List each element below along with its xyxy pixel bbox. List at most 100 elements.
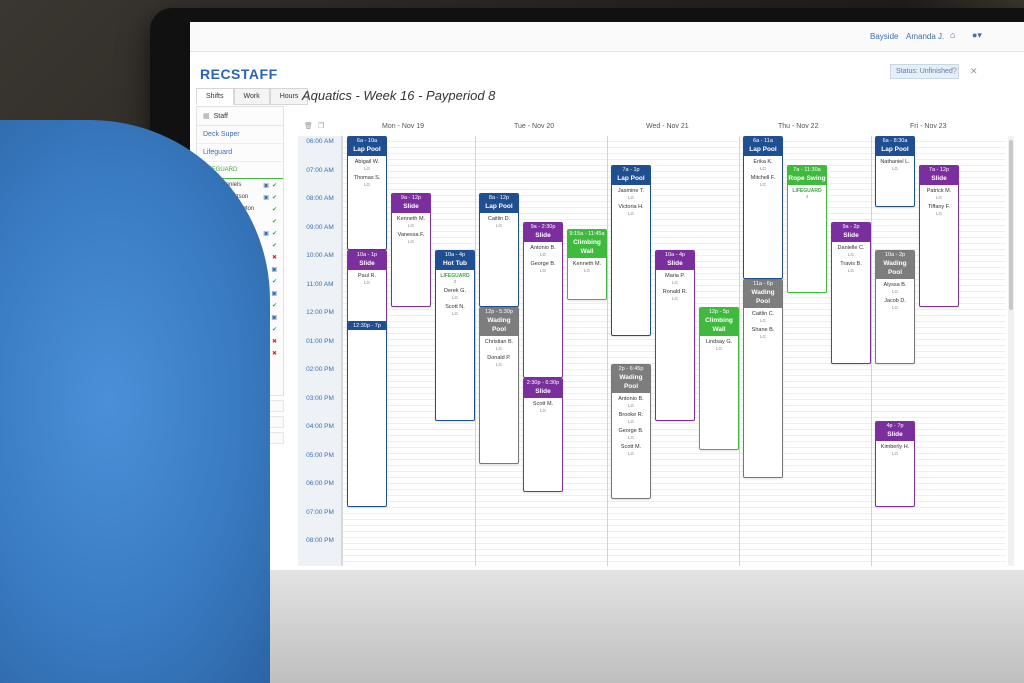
assigned-staff[interactable]: Antonio B.	[618, 396, 644, 402]
open-slot-label[interactable]: LIFEGUARD	[792, 187, 822, 194]
assigned-staff[interactable]: Paul R.	[357, 273, 377, 279]
assigned-staff[interactable]: Mitchell F.	[750, 175, 776, 181]
staff-role: LG	[627, 403, 634, 408]
calendar-icon: ▣	[263, 194, 269, 201]
assigned-staff[interactable]: Scott N.	[445, 304, 465, 310]
shift-name: Slide	[876, 430, 914, 441]
trash-icon[interactable]: 🗑	[304, 123, 313, 130]
assigned-staff[interactable]: Caitlin C.	[751, 310, 775, 317]
tab-work[interactable]: Work	[233, 88, 270, 105]
assigned-staff[interactable]: Danielle C.	[837, 244, 865, 251]
open-slot-label[interactable]: LIFEGUARD	[440, 273, 470, 279]
time-label: 06:00 AM	[306, 138, 334, 145]
shift-card[interactable]: 12:30p - 7p	[347, 321, 387, 507]
shift-name: Slide	[392, 202, 430, 213]
location-link[interactable]: Bayside	[870, 32, 899, 41]
shift-name: Climbing Wall	[568, 237, 606, 258]
help-icon[interactable]: ?	[952, 66, 958, 76]
home-icon[interactable]: ⌂	[950, 30, 956, 40]
day-header: Mon - Nov 19	[382, 123, 425, 130]
tab-shifts[interactable]: Shifts	[196, 88, 234, 105]
assigned-staff[interactable]: Alyssa B.	[883, 282, 907, 288]
assigned-staff[interactable]: Shane B.	[751, 326, 775, 333]
assigned-staff[interactable]: Antonio B.	[530, 244, 556, 251]
assigned-staff[interactable]: George B.	[530, 260, 556, 267]
tab-hours[interactable]: Hours	[269, 88, 309, 105]
staff-role: LG	[363, 166, 370, 171]
copy-icon[interactable]: ❐	[318, 123, 325, 130]
close-icon[interactable]: ✕	[970, 66, 978, 76]
staff-role: LG	[451, 311, 458, 316]
assigned-staff[interactable]: Donald P.	[487, 355, 511, 361]
assigned-staff[interactable]: Nathaniel L.	[880, 159, 910, 165]
assigned-staff[interactable]: Scott M.	[532, 401, 554, 408]
staff-role: LG	[363, 280, 370, 285]
assigned-staff[interactable]: Jacob D.	[884, 298, 906, 304]
assigned-staff[interactable]: Scott M.	[620, 444, 642, 450]
shift-staff: Paul R.LG	[348, 270, 386, 286]
user-menu-icon[interactable]: ●▾	[972, 30, 982, 40]
assigned-staff[interactable]: Vanessa F.	[397, 232, 425, 238]
category-deck-super[interactable]: Deck Super	[197, 126, 283, 144]
staff-status: ▣✔	[263, 230, 277, 237]
staff-role: LG	[759, 317, 766, 323]
assigned-staff[interactable]: Thomas S.	[353, 175, 381, 181]
assigned-staff[interactable]: Kimberly H.	[880, 444, 910, 450]
staff-status: ✔	[272, 326, 277, 333]
assigned-staff[interactable]: Patrick M.	[926, 187, 952, 194]
staff-role: LG	[495, 346, 502, 351]
person-foreground	[0, 120, 270, 683]
open-slot-count: 2	[453, 279, 457, 284]
calendar-scrollbar[interactable]	[1008, 136, 1014, 566]
calendar-icon: ▣	[271, 290, 277, 297]
assigned-staff[interactable]: Tiffany F.	[927, 203, 950, 210]
assigned-staff[interactable]: Abigail W.	[354, 159, 380, 165]
shift-name: Slide	[524, 230, 562, 242]
assigned-staff[interactable]: Brooke R.	[618, 412, 644, 418]
time-label: 01:00 PM	[306, 337, 334, 345]
assigned-staff[interactable]: Ronald R.	[662, 289, 688, 295]
assigned-staff[interactable]: Victoria H.	[618, 203, 644, 210]
assigned-staff[interactable]: Derek G.	[443, 288, 466, 294]
staff-role: LG	[715, 346, 722, 351]
category-lifeguard-group[interactable]: LIFEGUARD	[197, 162, 283, 179]
assigned-staff[interactable]: Caitlin D.	[487, 216, 511, 222]
category-lifeguard[interactable]: Lifeguard	[197, 144, 283, 162]
assigned-staff[interactable]: Maria P.	[665, 273, 685, 279]
time-label: 02:00 PM	[306, 366, 334, 373]
assigned-staff[interactable]: Lindsay G.	[705, 339, 733, 345]
assigned-staff[interactable]: Jasmine T.	[617, 187, 645, 194]
user-link[interactable]: Amanda J.	[906, 32, 945, 41]
assigned-staff[interactable]: Travis B.	[840, 260, 862, 267]
shift-time: 4p - 7p	[876, 422, 914, 430]
assigned-staff[interactable]: Erika K.	[753, 159, 773, 165]
assigned-staff[interactable]: Kenneth M.	[396, 216, 426, 222]
x-icon: ✖	[271, 254, 277, 261]
assigned-staff[interactable]: Kenneth M.	[572, 260, 602, 267]
assigned-staff[interactable]: Christian B.	[484, 339, 514, 345]
staff-header[interactable]: ▦ Staff	[197, 107, 283, 126]
staff-role: LG	[451, 295, 458, 300]
shift-name: Slide	[920, 173, 958, 185]
assigned-staff[interactable]: George B.	[618, 428, 644, 434]
